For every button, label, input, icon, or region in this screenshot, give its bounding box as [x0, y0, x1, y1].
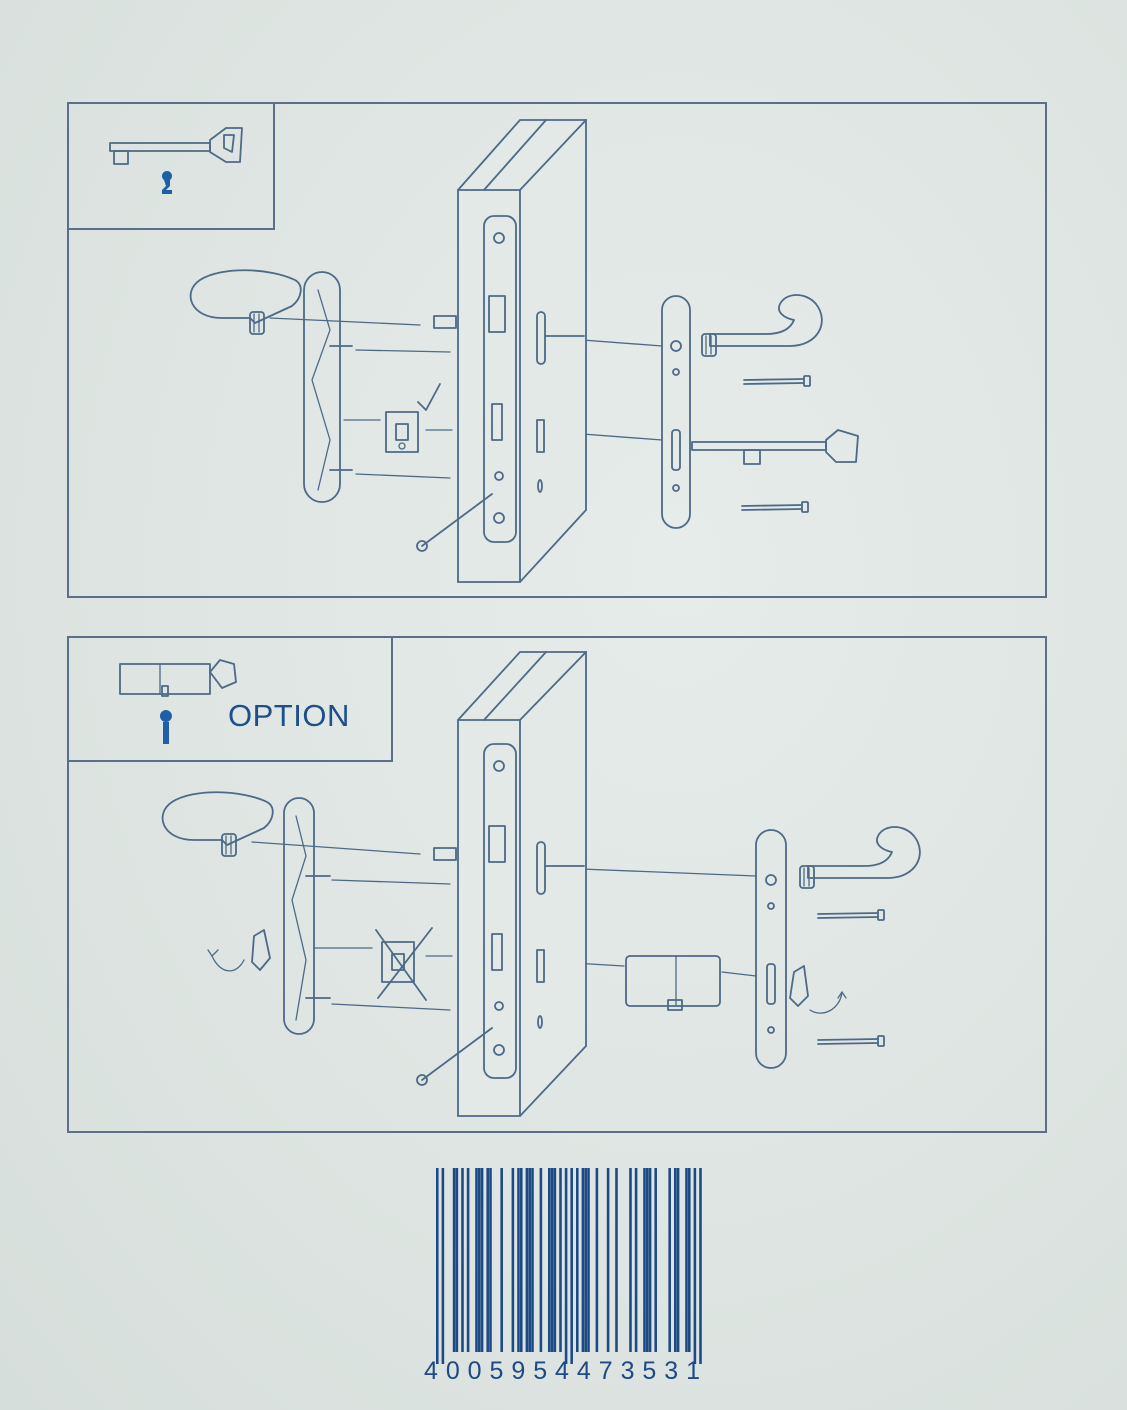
barcode-bar: [489, 1168, 492, 1352]
guide-lines-bottom: [251, 841, 757, 1011]
barcode-bar: [478, 1168, 481, 1352]
screw-bottom-1: [817, 909, 885, 921]
barcode-bar: [480, 1168, 484, 1352]
panel-bottom-frame: [67, 636, 1047, 1133]
barcode-digit: 5: [642, 1357, 657, 1385]
barcode-bar: [531, 1168, 534, 1352]
cover-cap-right: [789, 965, 847, 1014]
barcode-bar: [688, 1168, 691, 1352]
rose-plate-right-top: [661, 295, 691, 529]
spindle-right-top: [536, 311, 585, 365]
rose-plate-left-bottom: [283, 797, 331, 1035]
assembly-diagrams: .ln { fill: none; stroke: #4d6a86; strok…: [67, 102, 1047, 1133]
barcode-bar: [500, 1168, 503, 1352]
handle-right-bottom: [799, 826, 921, 889]
barcode-bar: [520, 1168, 523, 1352]
barcode-digit: 7: [598, 1357, 613, 1385]
option-label: OPTION: [228, 698, 350, 733]
rose-plate-right-bottom: [755, 829, 787, 1069]
barcode-bar: [685, 1168, 688, 1352]
barcode-bar: [455, 1168, 459, 1352]
barcode-bar: [676, 1168, 680, 1352]
barcode-bar: [511, 1168, 515, 1352]
cover-cap-left: [207, 929, 271, 972]
barcode-bar: [648, 1168, 652, 1352]
bit-key-top: [691, 429, 859, 465]
rose-plate-left-top: [303, 271, 353, 503]
cylinder-icon: [119, 659, 237, 697]
barcode-bar: [584, 1168, 587, 1352]
barcode-bar: [528, 1168, 531, 1352]
barcode-bar: [606, 1168, 610, 1352]
panel-top-frame: [67, 102, 1047, 598]
barcode-bar: [553, 1168, 557, 1352]
handle-left-bottom: [161, 791, 274, 857]
spindle-right-bottom: [536, 841, 585, 895]
barcode-bar: [587, 1168, 590, 1352]
barcode-bar: [486, 1168, 489, 1352]
barcode-bar: [525, 1168, 529, 1352]
door-bottom: [457, 651, 587, 1117]
barcode: [436, 1168, 702, 1364]
barcode-bar: [576, 1168, 579, 1352]
barcode-bar: [654, 1168, 657, 1352]
barcode-bar: [646, 1168, 649, 1352]
barcode-digit: 3: [664, 1357, 679, 1385]
barcode-digit: 4: [555, 1357, 569, 1385]
barcode-digit: 4: [576, 1357, 591, 1385]
barcode-bar: [629, 1168, 632, 1352]
key-insert-part: [385, 411, 419, 453]
barcode-digit: 5: [533, 1357, 548, 1385]
cylinder-keyhole-icon: [159, 710, 172, 744]
barcode-bar: [550, 1168, 554, 1352]
barcode-bar: [441, 1168, 445, 1364]
barcode-bar: [595, 1168, 599, 1352]
barcode-bar: [548, 1168, 551, 1352]
barcode-bar: [699, 1168, 702, 1364]
barcode-digit: 5: [489, 1357, 504, 1385]
barcode-bar: [643, 1168, 646, 1352]
spindle-bottom: [433, 847, 457, 861]
barcode-bar: [570, 1168, 573, 1364]
barcode-bar: [559, 1168, 562, 1352]
barcode-bar: [466, 1168, 470, 1352]
barcode-bar: [461, 1168, 464, 1352]
barcode-digit: 3: [620, 1357, 635, 1385]
barcode-bar: [517, 1168, 520, 1352]
barcode-bar: [693, 1168, 697, 1364]
spindle-top: [433, 315, 457, 329]
barcode-digit: 9: [511, 1357, 526, 1385]
barcode-digit: 4: [423, 1357, 438, 1385]
barcode-bar: [539, 1168, 543, 1352]
door-top: [457, 119, 587, 583]
screw-bottom-2: [817, 1035, 885, 1047]
barcode-digit: 0: [467, 1357, 482, 1385]
barcode-bar: [674, 1168, 677, 1352]
barcode-bar: [452, 1168, 456, 1352]
screw-top-1: [743, 375, 811, 387]
screw-top-2: [741, 501, 809, 513]
barcode-bar: [436, 1168, 439, 1364]
barcode-bar: [564, 1168, 568, 1364]
bit-key-icon: [109, 127, 243, 165]
barcode-bar: [634, 1168, 638, 1352]
barcode-bar: [615, 1168, 618, 1352]
barcode-digit: 1: [686, 1357, 700, 1385]
keyhole-icon: [162, 171, 172, 194]
crossed-insert-part: [375, 927, 433, 1001]
barcode-bar: [475, 1168, 478, 1352]
handle-right-top: [701, 294, 823, 357]
handle-left-top: [189, 269, 302, 335]
euro-cylinder: [625, 955, 721, 1011]
barcode-digit: 0: [445, 1357, 460, 1385]
barcode-bar: [581, 1168, 585, 1352]
check-mark-icon: [417, 383, 441, 411]
barcode-bar: [668, 1168, 671, 1352]
